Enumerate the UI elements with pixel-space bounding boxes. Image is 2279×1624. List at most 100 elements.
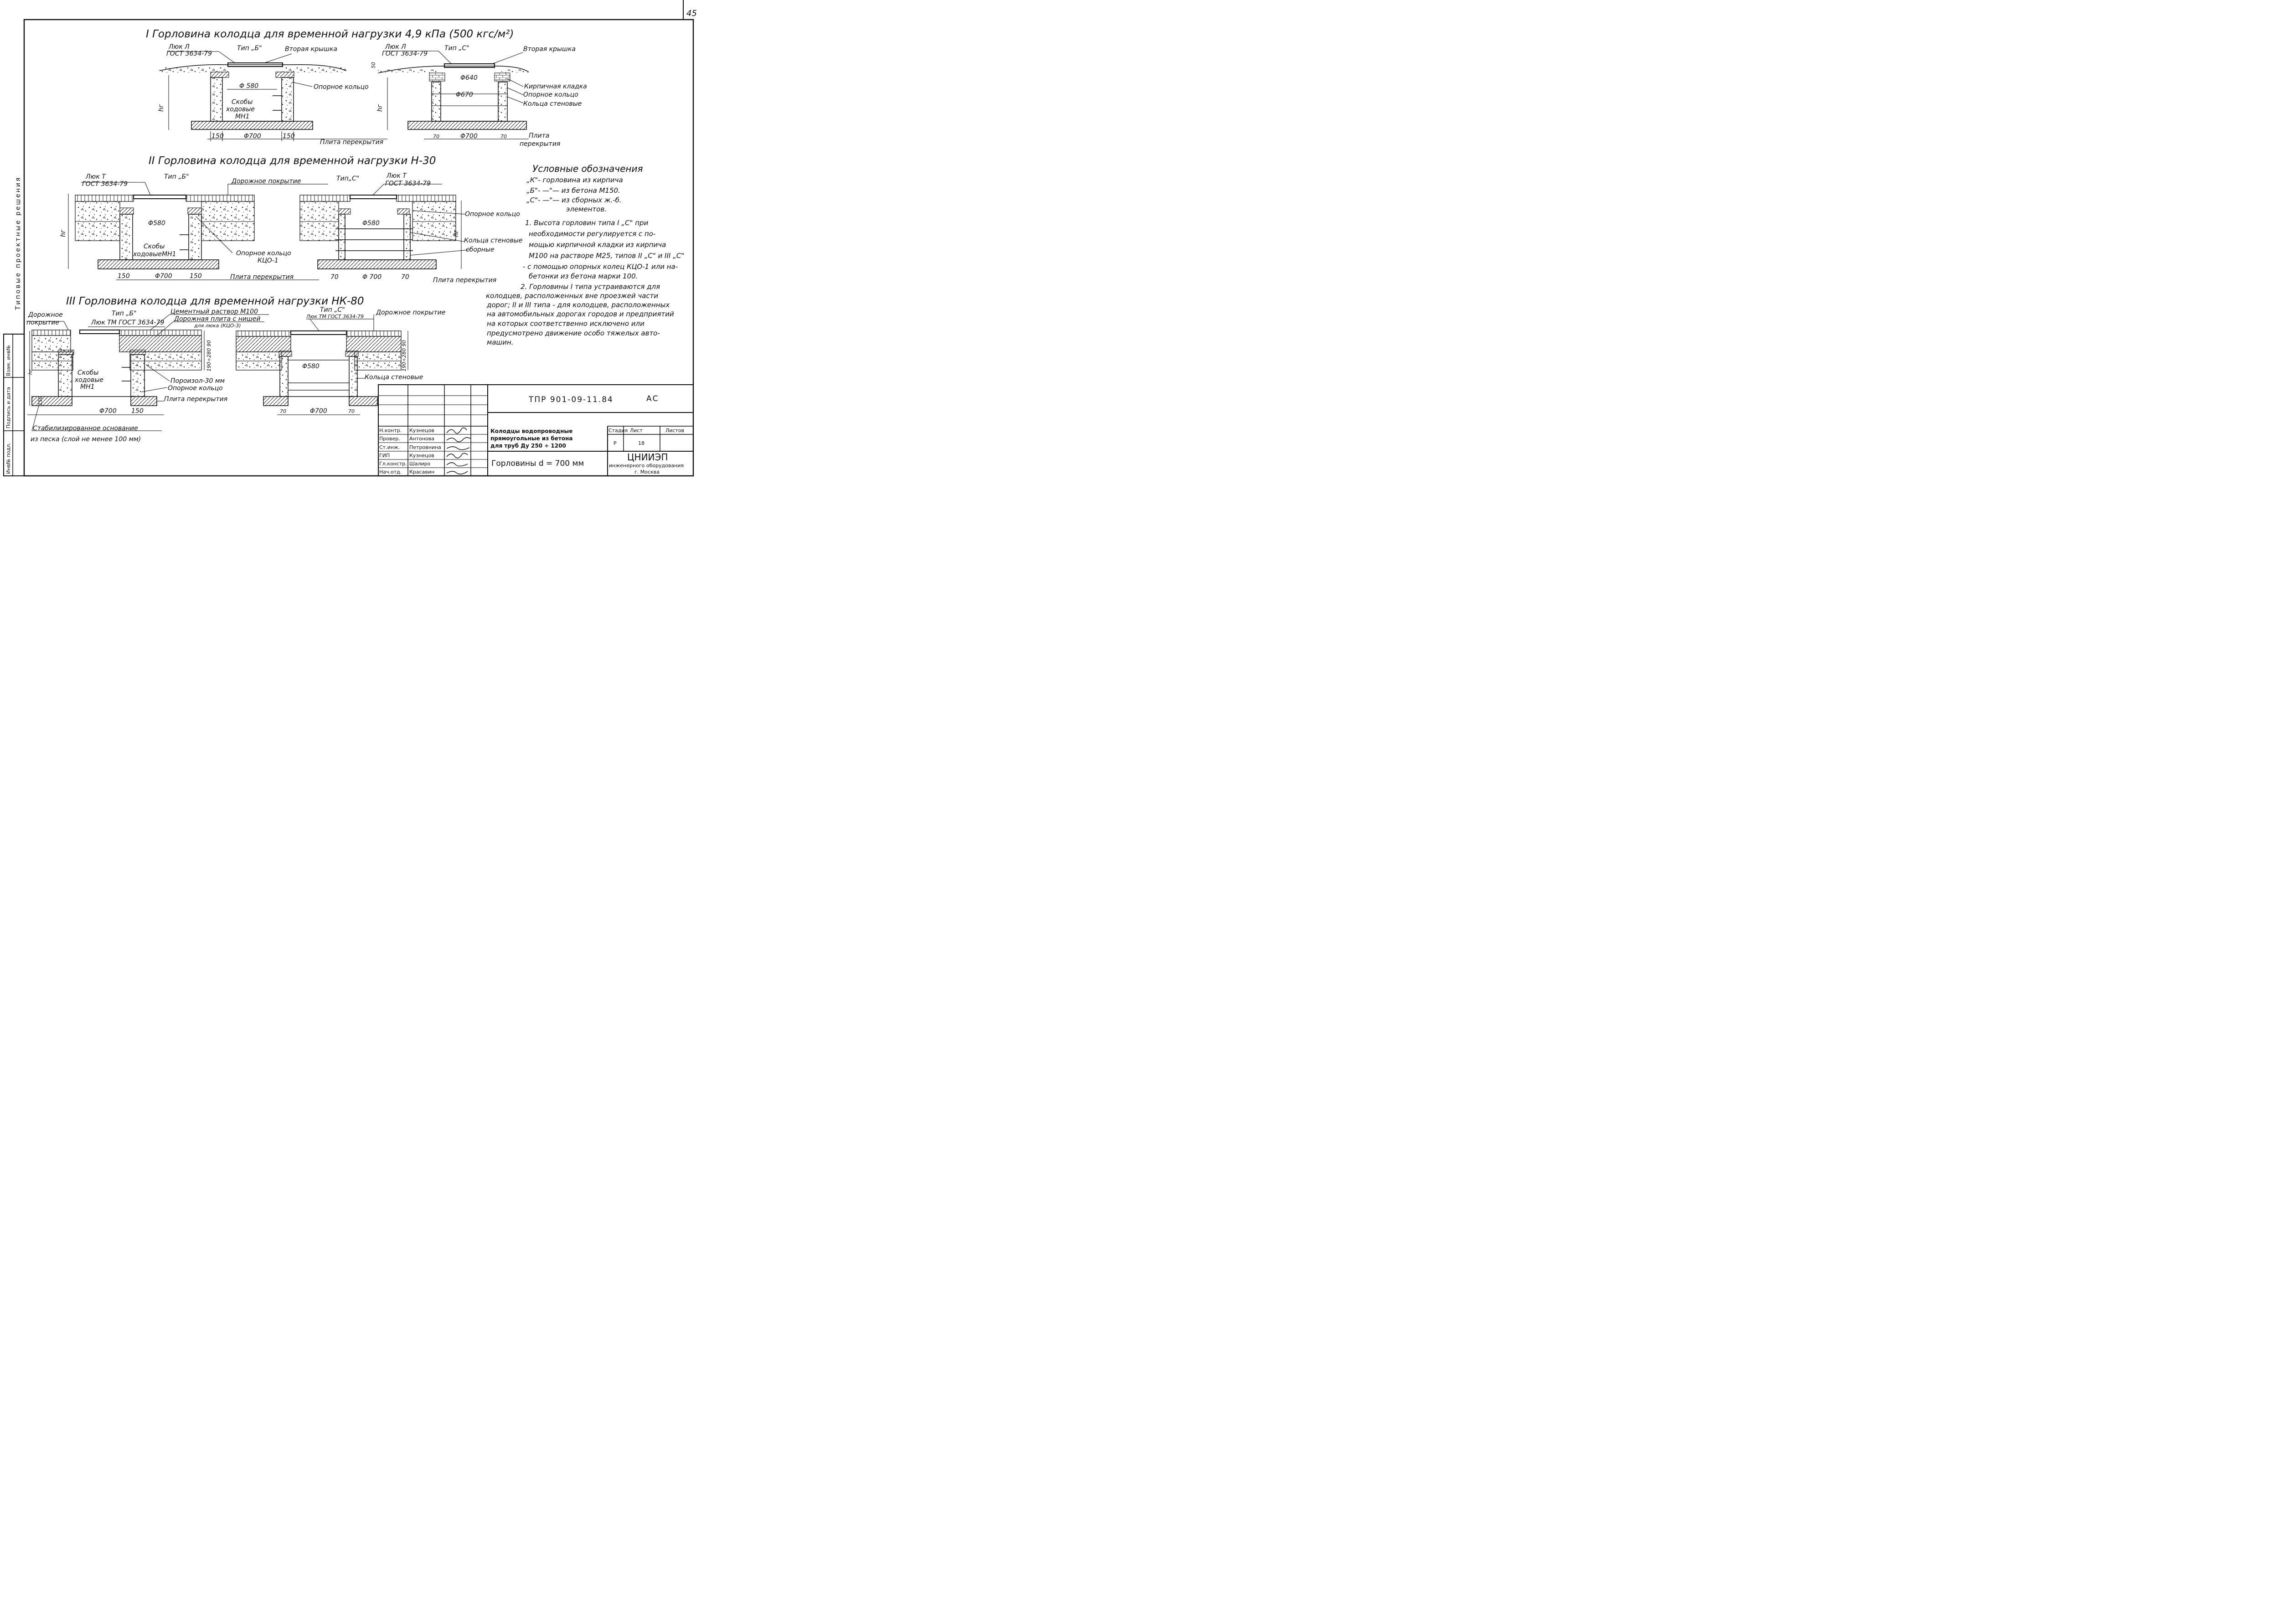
s1c-support-ring: Опорное кольцо [523,91,578,98]
s1b-slab: Плита перекрытия [320,139,383,146]
s2b-wall-l: 150 [118,273,130,280]
legend-item-k: „К"- горловина из кирпича [526,176,623,184]
side-inv-label: Инв№ подл. [5,443,11,474]
s3c-hatch: Люк ТМ ГОСТ 3634-79 [306,314,364,320]
signer-name: Шалиро [409,461,431,467]
s1c-wall-rings: Кольца стеновые [523,100,582,108]
section-3-type-c-drawing [236,314,408,415]
section-3: III Горловина колодца для временной нагр… [26,295,445,443]
signature-scribble [446,453,468,459]
s2b-hatch: Люк Т [85,173,106,180]
signer-role: Нач.отд. [379,469,402,475]
drawing-sheet: 45 Типовые проектные решения Инв№ подл. … [3,0,697,477]
section-1-title: I Горловина колодца для временной нагруз… [146,28,514,40]
s1b-rungs-1: Скобы [232,98,253,106]
s2b-support-ring: Опорное кольцо [236,250,291,257]
s1c-wall-l: 70 [433,134,439,139]
signature-scribble [446,427,467,434]
s1b-dia: Φ700 [244,133,261,140]
signer-name: Антонова [409,436,434,442]
legend-item-c-2: элементов. [566,205,607,213]
note-line: колодцев, расположенных вне проезжей час… [486,292,658,300]
s2b-gost: ГОСТ 3634-79 [82,180,128,188]
s1b-wall-l: 150 [211,133,224,140]
tb-stage-h: Стадия [608,428,628,433]
section-2-type-b-drawing [68,182,328,280]
s1c-dia: Φ700 [460,133,478,140]
signer-name: Петровнина [409,444,441,450]
tb-org-2: инженерного оборудования [609,463,684,469]
s2b-wall-r: 150 [190,273,202,280]
s2c-dia: Φ 700 [362,273,382,281]
s2c-wall-r: 70 [401,273,409,281]
s3b-rungs-2: ходовые [74,376,103,384]
s3b-rungs-1: Скобы [77,369,98,376]
signer-name: Красавин [409,469,434,475]
s2c-type: Тип„С" [336,175,359,182]
s1b-rungs-2: ходовые [226,106,255,113]
section-3-type-b-drawing [26,314,269,431]
s1b-rungs-3: МН1 [235,113,250,120]
section-2-type-c-drawing [299,184,470,269]
tb-code: ТПР 901-09-11.84 [528,395,614,404]
note-line: 2. Горловины I типа устраиваются для [521,283,660,291]
note-line: М100 на растворе М25, типов II „С" и III… [529,252,684,260]
side-replace-label: Взам. инв№ [5,345,11,376]
s2-road-cover: Дорожное покрытие [231,178,301,185]
notes: 1. Высота горловин типа I „С" при необхо… [486,219,684,346]
tb-sheets-h: Листов [665,428,684,433]
side-project-label: Типовые проектные решения [15,176,22,310]
s1c-hr: hг [376,104,384,112]
s3b-bottom-left: 150 [37,396,43,406]
s3b-road-slab-2: для люка (КЦО-3) [194,323,241,329]
s2c-wall-rings-2: сборные [466,246,495,253]
section-3-title: III Горловина колодца для временной нагр… [66,295,364,307]
s2b-dia-inner: Φ580 [148,220,165,227]
s3c-wall-r: 70 [348,408,355,414]
note-line: бетонки из бетона марки 100. [529,272,638,280]
tb-sheet-title: Горловины d = 700 мм [491,459,584,468]
s2b-rungs-2: ходовыеМН1 [133,251,176,258]
tb-stage: Р [614,440,617,446]
s3b-road-1: Дорожное [28,311,63,319]
section-1: I Горловина колодца для временной нагруз… [146,28,587,148]
tb-section: АС [646,394,659,403]
s3c-wall-rings: Кольца стеновые [365,374,423,381]
s2c-dia-inner: Φ580 [362,220,380,227]
tb-sheet-h: Лист [630,428,643,433]
s1b-gost: ГОСТ 3634-79 [166,50,212,57]
s1c-hatch: Люк Л [385,43,406,51]
s3c-wall-l: 70 [280,408,286,414]
s3b-mortar: Цементный раствор М100 [170,308,258,315]
s3b-base-1: Стабилизированное основание [33,425,138,432]
s3c-vert-dim: 190÷280 90 [401,340,407,371]
note-line: необходимости регулируется с по- [529,230,655,238]
note-line: предусмотрено движение особо тяжелых авт… [487,329,660,337]
title-block [378,384,694,476]
s2c-slab: Плита перекрытия [433,277,496,284]
note-line: машин. [487,338,514,346]
s2b-slab: Плита перекрытия [230,273,294,281]
s1c-second-cover: Вторая крышка [523,46,576,53]
signature-scribble [446,446,470,450]
section-2: II Горловина колодца для временной нагру… [60,155,522,284]
s3b-poroizol: Порoизол-30 мм [170,377,225,385]
s1c-brick: Кирпичная кладка [524,83,587,90]
s1c-slab-1: Плита [529,132,549,139]
s1b-wall-r: 150 [283,133,295,140]
note-line: на которых соответственно исключено или [487,320,645,328]
note-line: дорог; II и III типа - для колодцев, рас… [486,301,670,309]
tb-desc-2: прямоугольные из бетона [490,435,572,442]
s1b-type: Тип „Б" [237,45,262,52]
side-sign-label: Подпись и дата [5,387,11,428]
s2c-gost: ГОСТ 3634-79 [385,180,431,187]
s1c-gost: ГОСТ 3634-79 [382,50,428,57]
s3c-road-cover: Дорожное покрытие [376,309,445,316]
section-2-title: II Горловина колодца для временной нагру… [149,155,436,167]
page-number: 45 [686,9,697,18]
s3b-dia: Φ700 [99,407,117,415]
s1c-wall-r: 70 [500,134,507,139]
s1c-slab-2: перекрытия [520,140,560,148]
sheet-frame [23,19,694,477]
note-line: на автомобильных дорогах городов и предп… [487,310,674,318]
